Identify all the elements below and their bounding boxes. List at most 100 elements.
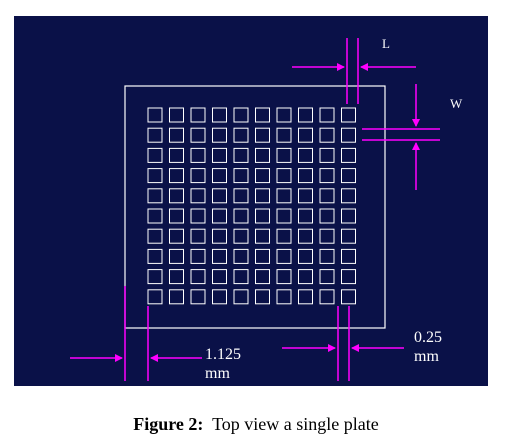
edge-margin-label: 1.125 mm <box>205 346 241 382</box>
grid-cell <box>190 289 206 305</box>
grid-cell <box>233 289 249 305</box>
grid-cell <box>341 269 356 285</box>
grid-cell <box>341 208 356 224</box>
grid-cell <box>169 208 184 224</box>
plate-outline <box>124 85 386 329</box>
l-dimension <box>292 38 416 104</box>
grid-cell <box>233 208 249 224</box>
grid-cell <box>298 147 313 163</box>
grid-cell <box>190 208 206 224</box>
grid-cell <box>341 107 356 123</box>
grid-cell <box>276 228 292 244</box>
grid-cell <box>298 107 313 123</box>
grid-cell <box>233 248 249 264</box>
grid-cell <box>298 188 313 204</box>
grid-cell <box>319 168 335 184</box>
grid-cell <box>190 127 206 143</box>
grid-cell <box>298 248 313 264</box>
grid-cell <box>319 208 335 224</box>
w-label: W <box>450 96 463 111</box>
grid-cell <box>319 188 335 204</box>
grid-cell <box>147 107 163 123</box>
grid-cell <box>190 269 206 285</box>
grid-cell <box>147 269 163 285</box>
grid-cell <box>233 107 249 123</box>
grid-cell <box>233 228 249 244</box>
grid-cell <box>190 248 206 264</box>
grid-cell <box>319 248 335 264</box>
grid-cell <box>255 269 270 285</box>
grid-cell <box>212 127 227 143</box>
grid-cell <box>298 127 313 143</box>
w-dimension <box>362 84 440 190</box>
grid-cell <box>169 269 184 285</box>
grid-cell <box>319 147 335 163</box>
grid-cell <box>169 168 184 184</box>
figure-caption: Figure 2: Top view a single plate <box>0 414 512 435</box>
grid-cell <box>255 188 270 204</box>
grid-cell <box>341 188 356 204</box>
grid-cell <box>169 107 184 123</box>
diagram-panel: L W 1.125 mm 0.25 mm <box>14 16 488 386</box>
grid-cell <box>147 208 163 224</box>
grid-cell <box>341 147 356 163</box>
grid-cell <box>255 248 270 264</box>
grid-cell <box>212 228 227 244</box>
grid-cell <box>169 289 184 305</box>
grid-cell <box>319 107 335 123</box>
grid-cell <box>212 289 227 305</box>
grid-cell <box>190 147 206 163</box>
grid-cell <box>169 248 184 264</box>
grid-cell <box>212 147 227 163</box>
l-label: L <box>382 36 390 51</box>
grid-cell <box>147 248 163 264</box>
grid-cell <box>298 208 313 224</box>
edge-margin-dimension <box>70 286 202 381</box>
grid-cell <box>319 127 335 143</box>
grid-cell <box>190 188 206 204</box>
grid-cell <box>255 147 270 163</box>
grid-cell <box>169 127 184 143</box>
grid-cell <box>233 127 249 143</box>
grid-cell <box>341 168 356 184</box>
grid-cell <box>147 228 163 244</box>
grid-cell <box>147 188 163 204</box>
grid-cell <box>255 107 270 123</box>
grid-cell <box>212 188 227 204</box>
grid-cell <box>147 289 163 305</box>
grid-cell <box>298 168 313 184</box>
figure-number: Figure 2: <box>133 414 204 434</box>
cell-gap-dimension <box>282 306 404 381</box>
grid-cell <box>276 289 292 305</box>
grid-cell <box>255 289 270 305</box>
grid-cell <box>190 228 206 244</box>
grid-cell <box>255 127 270 143</box>
grid-cell <box>276 269 292 285</box>
grid-cell <box>341 127 356 143</box>
plate-diagram <box>70 38 440 381</box>
grid-cell <box>233 188 249 204</box>
cell-grid <box>147 107 356 305</box>
grid-cell <box>233 269 249 285</box>
grid-cell <box>212 208 227 224</box>
grid-cell <box>147 168 163 184</box>
grid-cell <box>341 228 356 244</box>
grid-cell <box>169 228 184 244</box>
grid-cell <box>319 269 335 285</box>
grid-cell <box>341 289 356 305</box>
grid-cell <box>190 107 206 123</box>
grid-cell <box>212 269 227 285</box>
grid-cell <box>298 269 313 285</box>
grid-cell <box>255 228 270 244</box>
grid-cell <box>190 168 206 184</box>
grid-cell <box>276 147 292 163</box>
cell-gap-label: 0.25 mm <box>414 329 442 365</box>
grid-cell <box>212 107 227 123</box>
grid-cell <box>255 168 270 184</box>
grid-cell <box>276 127 292 143</box>
grid-cell <box>233 168 249 184</box>
grid-cell <box>319 228 335 244</box>
grid-cell <box>276 248 292 264</box>
grid-cell <box>169 188 184 204</box>
grid-cell <box>169 147 184 163</box>
